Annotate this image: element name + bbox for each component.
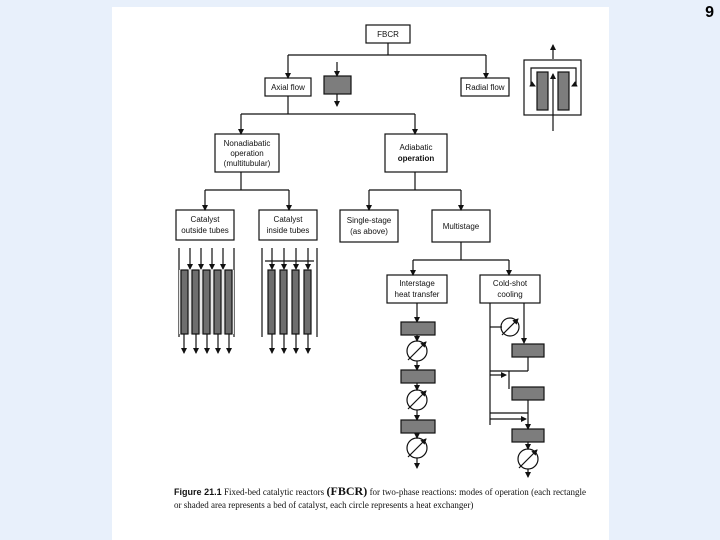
catalyst-outside-line1: Catalyst [191, 215, 221, 224]
radial-flow-box [460, 77, 510, 97]
interstage-chain [400, 303, 436, 469]
figure-page: FBCR Axial flow Radial flow Nonadiabatic… [112, 7, 609, 540]
cold-shot-box [479, 274, 541, 304]
slide-number: 9 [705, 4, 714, 21]
radial-flow-label: Radial flow [465, 83, 504, 92]
catalyst-outside-box [175, 209, 235, 241]
axial-bed-icon [323, 75, 352, 95]
fbcr-root-label: FBCR [377, 30, 399, 39]
nonadiabatic-line1: Nonadiabatic [224, 139, 271, 148]
multitubular-outside-reactor [178, 248, 235, 354]
single-stage-line2: (as above) [350, 227, 388, 236]
adiabatic-box [384, 133, 448, 173]
figure-label: Figure 21.1 [174, 487, 222, 497]
multitubular-inside-reactor [261, 248, 318, 354]
single-stage-line1: Single-stage [347, 216, 392, 225]
axial-flow-label: Axial flow [271, 83, 305, 92]
radial-reactor-icon [523, 44, 582, 131]
cold-shot-line2: cooling [497, 290, 522, 299]
adiabatic-line2: operation [398, 154, 435, 163]
nonadiabatic-box [214, 133, 280, 173]
interstage-line1: Interstage [399, 279, 435, 288]
cold-shot-chain [489, 303, 545, 478]
fbcr-diagram: FBCR Axial flow Radial flow Nonadiabatic… [175, 24, 582, 478]
caption-text-before: Fixed-bed catalytic reactors [224, 487, 325, 497]
adiabatic-line1: Adiabatic [400, 143, 433, 152]
figure-caption: Figure 21.1 Fixed-bed catalytic reactors… [174, 485, 586, 512]
caption-text-after: for two-phase reactions: modes of operat… [174, 487, 586, 510]
caption-abbrev: (FBCR) [326, 484, 368, 498]
catalyst-inside-line2: inside tubes [267, 226, 310, 235]
cold-shot-line1: Cold-shot [493, 279, 528, 288]
catalyst-outside-line2: outside tubes [181, 226, 229, 235]
catalyst-inside-line1: Catalyst [274, 215, 304, 224]
nonadiabatic-line2: operation [230, 149, 263, 158]
catalyst-inside-box [258, 209, 318, 241]
single-stage-box [339, 209, 399, 243]
interstage-line2: heat transfer [395, 290, 440, 299]
multistage-label: Multistage [443, 222, 480, 231]
nonadiabatic-line3: (multitubular) [224, 159, 271, 168]
